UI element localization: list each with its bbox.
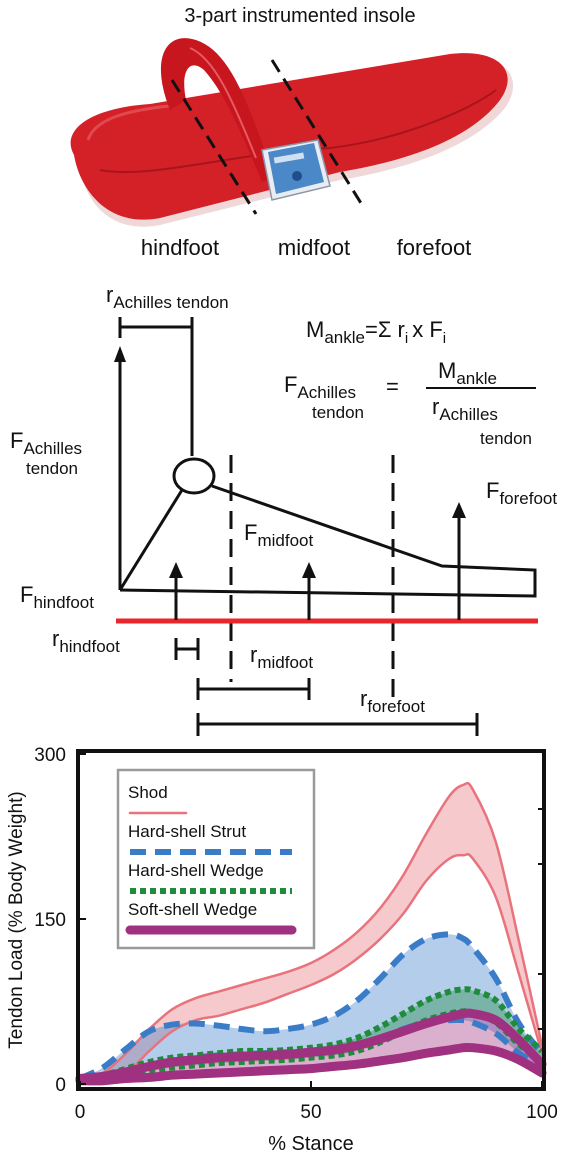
legend-label-hard-shell-strut: Hard-shell Strut (128, 822, 246, 841)
forefoot-arrow-icon (452, 502, 466, 518)
y-tick-label: 300 (34, 745, 66, 766)
r-forefoot-label: rforefoot (360, 686, 425, 716)
tendon-load-chart: 0 50 100 0 150 300 % Stance Tendon Load (% Bo… (6, 745, 558, 1155)
force-arrows (174, 514, 461, 620)
chart-ticks: 0 50 100 0 150 300 (34, 745, 558, 1123)
insole-strap-highlight (189, 47, 257, 159)
forefoot-cut-line (270, 59, 366, 209)
line-soft-shell-wedge-lower (75, 1042, 547, 1086)
sensor-label (273, 152, 305, 164)
f-hindfoot-label: Fhindfoot (20, 582, 94, 612)
force-equation-denominator: rAchilles (432, 394, 498, 424)
insole-heel-rim (86, 104, 171, 141)
sensor-face (268, 143, 324, 194)
sensor-device (261, 139, 331, 201)
line-shod-lower (78, 852, 544, 1082)
line-soft-shell-wedge-upper (75, 1008, 547, 1083)
hindfoot-arrow-icon (169, 562, 183, 578)
r-midfoot-bracket (196, 678, 311, 700)
band-hard-shell-strut (80, 934, 542, 1081)
f-achilles-label: FAchilles (10, 428, 82, 458)
legend-label-shod: Shod (128, 783, 168, 802)
legend-label-hard-shell-wedge: Hard-shell Wedge (128, 861, 264, 880)
hindfoot-cut-line (170, 79, 258, 215)
r-hindfoot-bracket (174, 638, 200, 660)
f-midfoot-label: Fmidfoot (244, 520, 313, 550)
region-hindfoot: hindfoot (141, 235, 219, 260)
insole-edge (99, 89, 497, 174)
ankle-joint (172, 457, 216, 495)
x-tick-label: 100 (526, 1102, 558, 1123)
x-tick-label: 50 (300, 1102, 321, 1123)
r-midfoot-label: rmidfoot (250, 642, 313, 672)
region-forefoot: forefoot (397, 235, 472, 260)
legend-box (116, 768, 316, 950)
line-shod-upper (78, 781, 544, 1080)
achilles-arrow-icon (114, 346, 126, 362)
midfoot-arrow-icon (302, 562, 316, 578)
f-achilles-label-sub2: tendon (26, 459, 78, 478)
force-equation-numerator: Mankle (438, 358, 497, 388)
r-achilles-label: rAchilles tendon (106, 282, 229, 312)
legend-label-soft-shell-wedge: Soft-shell Wedge (128, 900, 257, 919)
f-forefoot-label: Fforefoot (486, 478, 557, 508)
r-hindfoot-label: rhindfoot (52, 626, 120, 656)
line-hard-shell-strut-upper (78, 931, 545, 1082)
panel-insole: 3-part instrumented insole hindfoot (70, 5, 514, 260)
region-midfoot: midfoot (278, 235, 350, 260)
line-hard-shell-wedge-lower (79, 1008, 544, 1084)
chart-lines (75, 781, 547, 1086)
force-equation-equals: = (386, 374, 399, 399)
force-equation-lhs-sub2: tendon (312, 403, 364, 422)
band-shod (80, 783, 542, 1081)
r-forefoot-bracket (196, 713, 479, 736)
x-tick-label: 0 (75, 1102, 86, 1123)
insole-title: 3-part instrumented insole (184, 5, 415, 27)
y-axis-label: Tendon Load (% Body Weight) (6, 791, 27, 1048)
insole-photo (70, 38, 514, 227)
forefoot-edge (119, 484, 537, 598)
force-equation-lhs: FAchilles (284, 372, 356, 402)
r-achilles-bracket (118, 317, 194, 338)
y-tick-label: 150 (34, 910, 66, 931)
force-equation-denominator-sub2: tendon (480, 429, 532, 448)
hindfoot-edge (118, 489, 184, 591)
x-axis-label: % Stance (268, 1133, 354, 1155)
sensor-button-icon (292, 171, 302, 181)
foot-segment (114, 327, 537, 598)
insole-body (70, 53, 508, 220)
y-tick-label: 0 (55, 1075, 66, 1096)
